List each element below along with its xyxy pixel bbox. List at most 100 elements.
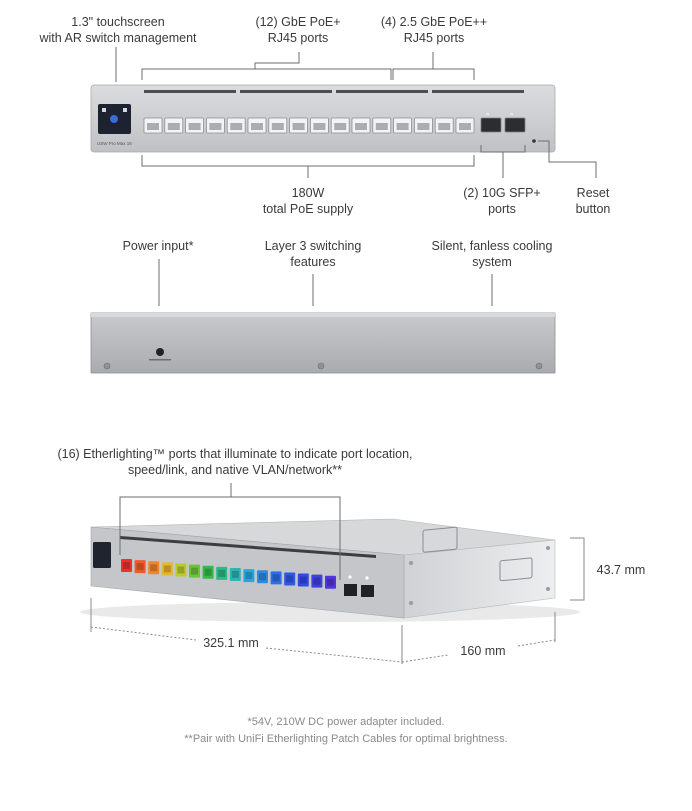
etherlighting-port-jack	[191, 567, 198, 575]
rj45-port-jack	[230, 123, 243, 130]
layer3-callout: Layer 3 switching features	[248, 238, 378, 270]
rj45-port-jack	[188, 123, 201, 130]
side-screw	[409, 561, 413, 565]
etherlighting-port	[243, 569, 255, 583]
width-dimension: 325.1 mm	[203, 636, 259, 650]
reset-callout: Reset button	[558, 185, 628, 217]
perspective-sfp-port	[344, 584, 357, 596]
poe-supply-callout: 180W total PoE supply	[238, 185, 378, 217]
etherlighting-port	[270, 571, 282, 585]
perspective-view	[80, 518, 580, 622]
rj45-port-jack	[396, 123, 409, 130]
rj45-port-jack	[375, 123, 388, 130]
power-input-port	[156, 348, 164, 356]
gbe-ports-callout-line1: (12) GbE PoE+	[255, 15, 341, 29]
rj45-port-jack	[459, 123, 471, 130]
sfp-ports-callout: (2) 10G SFP+ ports	[452, 185, 552, 217]
depth-dimension-line	[401, 639, 556, 663]
side-screw	[409, 601, 413, 605]
perspective-sfp-led	[365, 576, 369, 580]
touchscreen-icon	[102, 108, 106, 112]
etherlighting-port	[189, 564, 200, 578]
sfp-port	[480, 117, 502, 133]
etherlighting-port-jack	[327, 578, 334, 586]
back-chassis	[90, 312, 556, 374]
etherlighting-port	[175, 563, 187, 577]
reset-button	[532, 139, 536, 143]
rj45-port-jack	[417, 123, 430, 130]
back-screw	[103, 362, 111, 370]
ports-25g-callout-line1: (4) 2.5 GbE PoE++	[380, 15, 488, 29]
etherlighting-port-jack	[218, 569, 226, 577]
etherlighting-port	[121, 559, 132, 572]
side-screw	[546, 546, 550, 550]
etherlighting-callout: (16) Etherlighting™ ports that illuminat…	[30, 446, 440, 478]
sfp-status-led	[510, 113, 513, 115]
etherlighting-ports	[121, 559, 336, 589]
sfp-ports-callout-line2: ports	[488, 202, 516, 216]
etherlighting-bracket	[119, 483, 341, 580]
etherlighting-port	[134, 560, 146, 574]
depth-dimension: 160 mm	[460, 644, 506, 658]
reset-callout-line2: button	[575, 202, 611, 216]
front-view: USW Pro Max 16	[90, 84, 556, 153]
fanless-callout-line1: Silent, fanless cooling	[431, 239, 553, 253]
rj45-port-jack	[167, 123, 180, 130]
poe-supply-bracket	[141, 155, 475, 178]
reset-leader	[538, 140, 597, 178]
sfp-status-led	[486, 113, 489, 115]
touchscreen-callout: 1.3" touchscreen with AR switch manageme…	[38, 14, 198, 46]
etherlighting-port-jack	[204, 568, 212, 576]
etherlighting-port-jack	[299, 576, 307, 584]
front-rj45-ports	[143, 117, 475, 134]
power-input-label	[149, 359, 171, 361]
etherlighting-port	[148, 561, 160, 575]
etherlighting-port	[229, 567, 241, 581]
touchscreen-icon	[123, 108, 127, 112]
power-input-callout: Power input*	[98, 238, 218, 254]
back-leader-lines	[158, 259, 493, 306]
etherlighting-port-jack	[123, 562, 130, 569]
rj45-port-jack	[209, 123, 222, 130]
side-cutout	[499, 557, 533, 582]
sfp-port	[504, 117, 526, 133]
etherlighting-port-jack	[177, 566, 185, 574]
perspective-touchscreen	[93, 542, 111, 568]
etherlighting-port-jack	[286, 575, 294, 583]
back-screw	[317, 362, 325, 370]
rj45-port-jack	[147, 123, 159, 130]
gbe-ports-callout: (12) GbE PoE+ RJ45 ports	[228, 14, 368, 46]
etherlighting-port-jack	[150, 564, 158, 572]
front-vent	[336, 90, 428, 93]
sfp-ports-bracket	[480, 145, 526, 178]
rj45-port-jack	[271, 123, 284, 130]
etherlighting-port	[216, 566, 228, 580]
footnote-power: *54V, 210W DC power adapter included.	[247, 716, 445, 728]
ports-25g-bracket	[392, 52, 475, 80]
perspective-vent	[120, 536, 376, 558]
rj45-port-jack	[438, 123, 451, 130]
back-top-edge	[91, 313, 555, 317]
gbe-ports-bracket	[141, 52, 392, 80]
height-dimension: 43.7 mm	[596, 563, 646, 577]
height-dimension-bracket	[570, 537, 585, 601]
poe-supply-callout-line2: total PoE supply	[262, 202, 354, 216]
gbe-ports-callout-line2: RJ45 ports	[267, 31, 329, 45]
front-leader-lines	[115, 47, 597, 178]
reset-callout-line1: Reset	[576, 186, 610, 200]
fanless-callout: Silent, fanless cooling system	[418, 238, 566, 270]
etherlighting-port-jack	[245, 572, 253, 580]
etherlighting-port-jack	[231, 570, 239, 578]
dimension-lines	[90, 537, 585, 664]
side-screw	[546, 587, 550, 591]
rj45-port-jack	[355, 123, 367, 130]
rj45-port-jack	[313, 123, 326, 130]
front-vent	[240, 90, 332, 93]
layer3-callout-line2: features	[290, 255, 336, 269]
front-vent	[432, 90, 524, 93]
touchscreen-callout-line2: with AR switch management	[39, 31, 197, 45]
etherlighting-port-jack	[259, 573, 266, 581]
rj45-port-jack	[334, 123, 347, 130]
rj45-port-jack	[292, 123, 305, 130]
etherlighting-port	[202, 565, 214, 579]
